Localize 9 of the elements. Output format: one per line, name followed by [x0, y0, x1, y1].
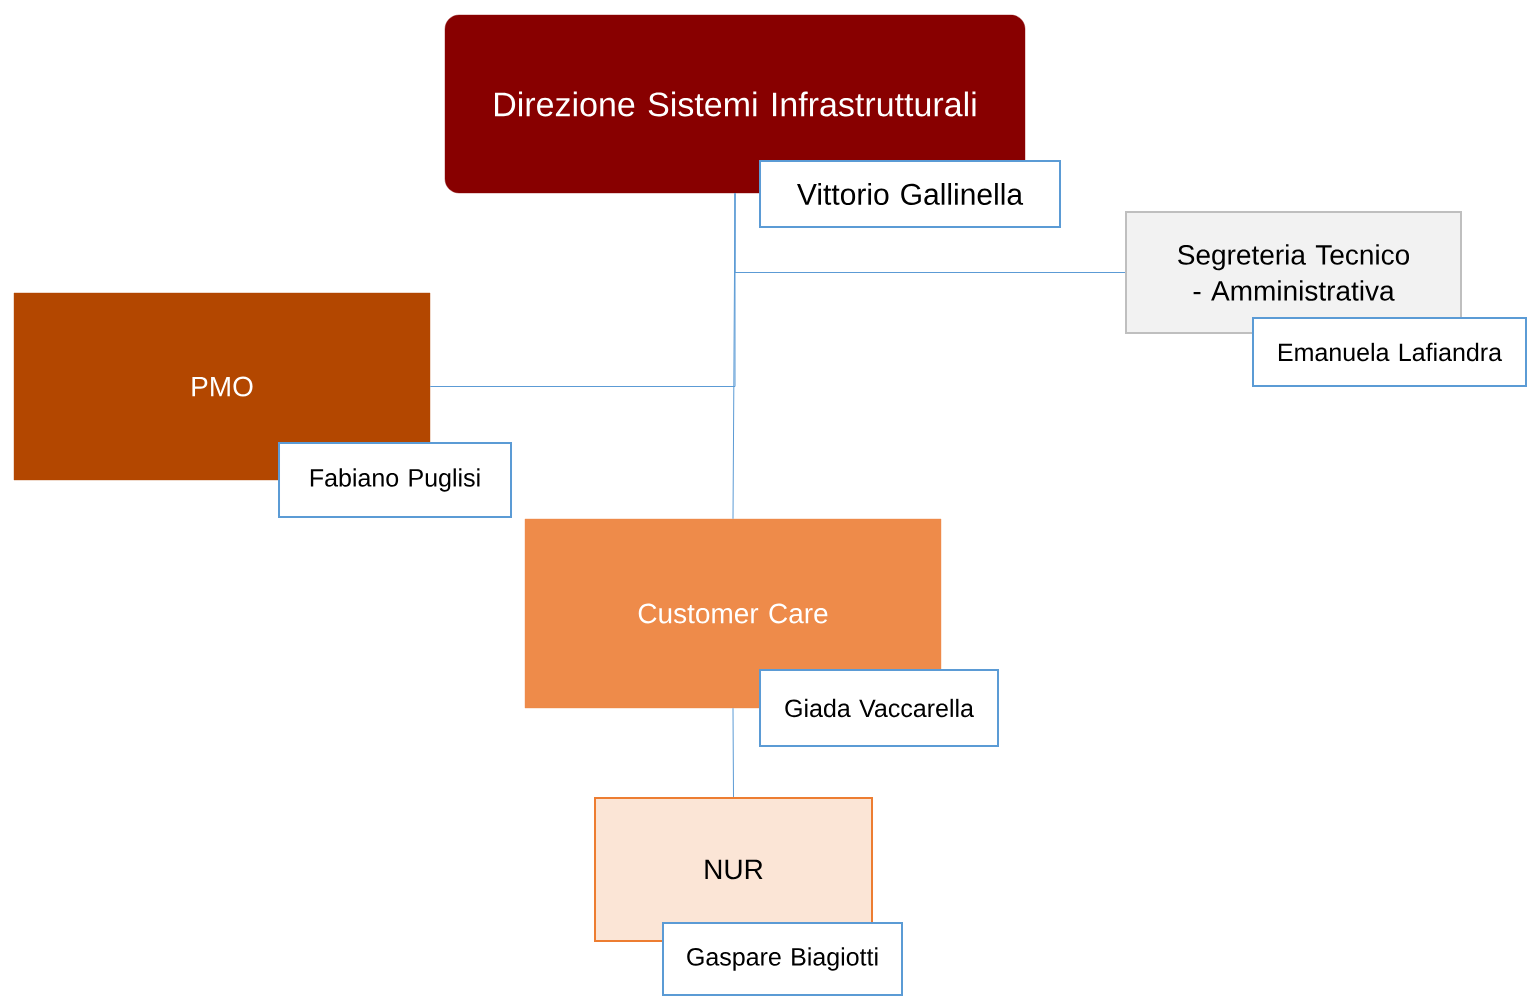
- name-box: Vittorio Gallinella: [759, 160, 1061, 228]
- unit-box: NUR: [594, 797, 873, 942]
- connector-line: [732, 707, 734, 798]
- unit-box: Segreteria Tecnico - Amministrativa: [1125, 211, 1462, 334]
- name-box: Gaspare Biagiotti: [662, 922, 903, 996]
- name-box: Giada Vaccarella: [759, 669, 999, 747]
- connector-line: [732, 192, 736, 520]
- name-box: Fabiano Puglisi: [278, 442, 512, 518]
- name-box: Emanuela Lafiandra: [1252, 317, 1527, 387]
